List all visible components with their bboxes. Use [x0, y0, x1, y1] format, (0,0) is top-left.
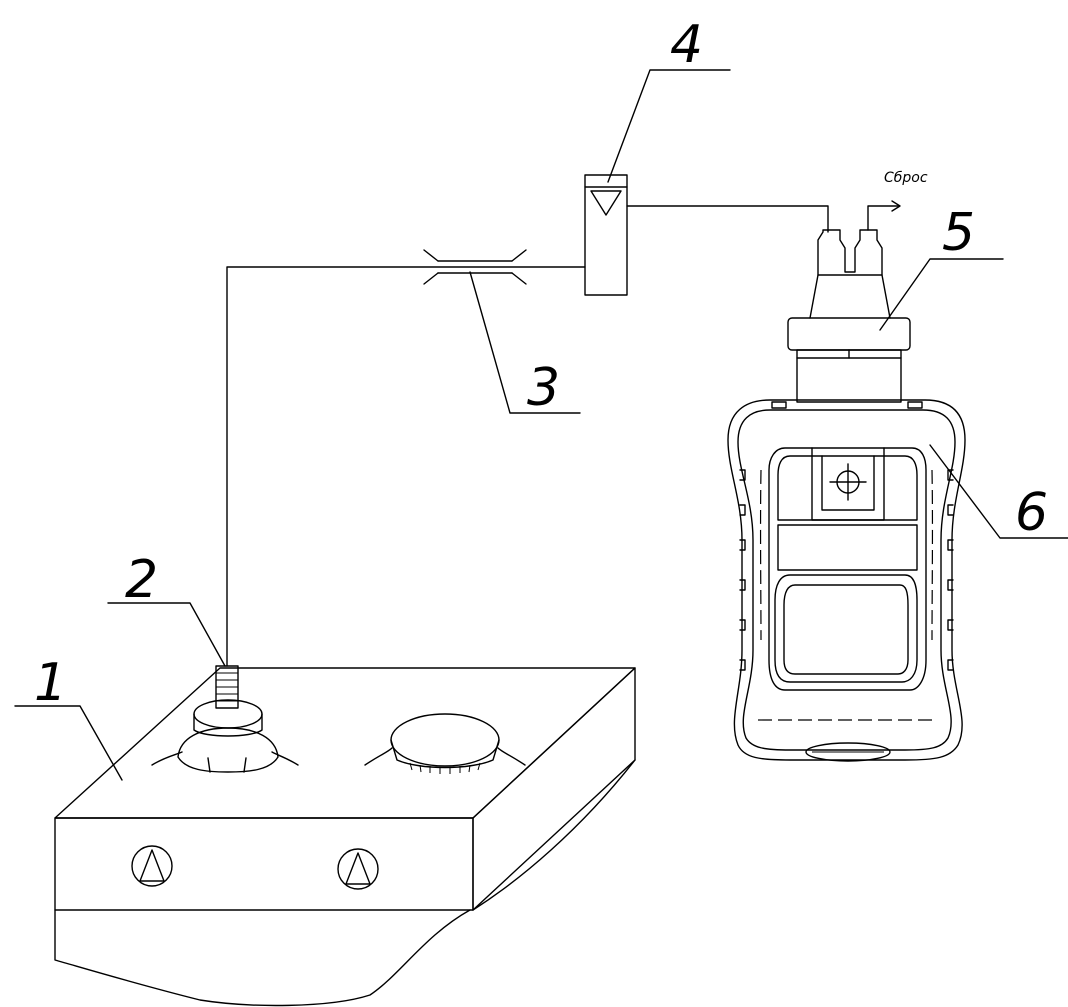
indicator-left [131, 845, 173, 887]
callout-4: 4 [670, 15, 703, 75]
callout-2: 2 [125, 550, 158, 610]
callout-3: 3 [527, 358, 560, 418]
vent-label: Сброс [884, 170, 928, 186]
cap [364, 713, 526, 774]
callout-leaders [14, 69, 1068, 781]
outlet-fitting [151, 665, 299, 773]
callout-1: 1 [34, 653, 67, 713]
callout-5: 5 [942, 203, 975, 263]
rotameter [584, 174, 628, 296]
indicator-right [337, 848, 379, 890]
gas-tubing [226, 205, 829, 667]
gas-source-box [54, 667, 636, 1007]
flow-restrictor [423, 249, 527, 285]
gas-detector [727, 399, 966, 762]
callout-6: 6 [1015, 483, 1048, 543]
calibration-adapter [787, 200, 911, 403]
